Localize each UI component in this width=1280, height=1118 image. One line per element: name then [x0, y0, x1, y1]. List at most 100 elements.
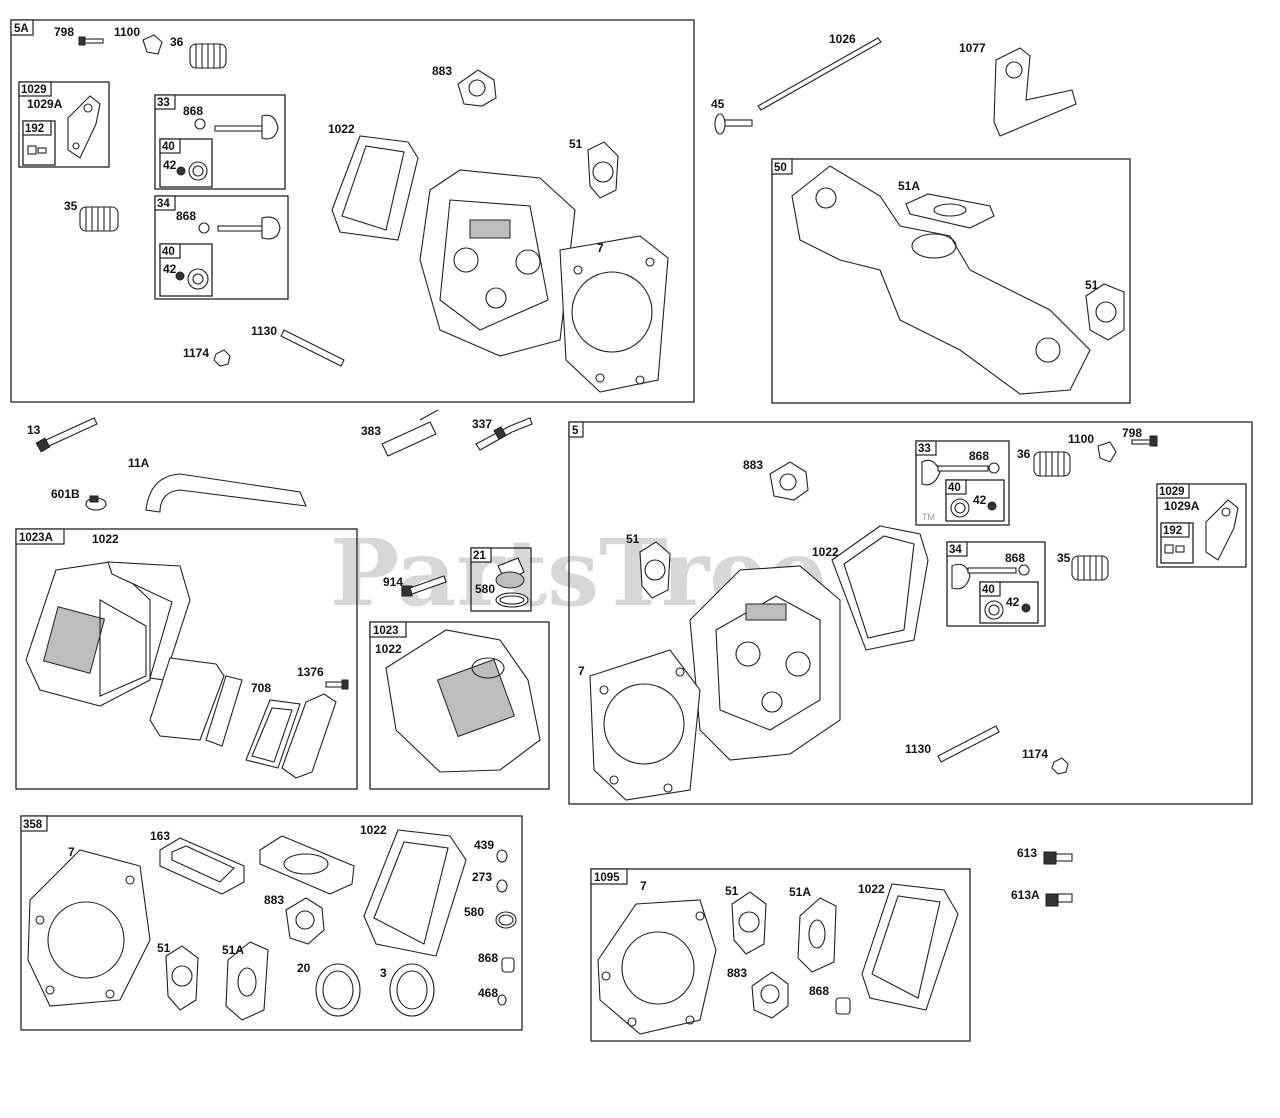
bolt-613A-icon[interactable] — [1045, 893, 1073, 907]
fuel-component-383-icon[interactable] — [381, 409, 439, 457]
stud-1130-left-icon[interactable] — [280, 329, 345, 367]
gasket-1022-1095-icon[interactable] — [861, 883, 959, 1011]
bracket-1077-icon[interactable] — [993, 47, 1077, 137]
seal-868-icon[interactable] — [501, 957, 515, 973]
seal-40-b-icon[interactable] — [175, 268, 209, 290]
group-34-left[interactable]: 34 — [154, 195, 289, 300]
seal-868-1095-icon[interactable] — [835, 997, 851, 1015]
seal-3-icon[interactable] — [389, 963, 435, 1017]
gasket-883-icon[interactable] — [457, 69, 497, 107]
pivot-192-right-icon[interactable] — [1164, 544, 1185, 554]
gasket-883-358-icon[interactable] — [285, 897, 325, 945]
group-50[interactable]: 50 — [771, 158, 1131, 404]
gasket-708-icon[interactable] — [245, 699, 301, 769]
group-192-right[interactable]: 192 — [1160, 522, 1194, 564]
spring-36-right-icon[interactable] — [1033, 451, 1071, 477]
group-358[interactable]: 358 — [20, 815, 523, 1031]
spring-35-right-icon[interactable] — [1071, 555, 1109, 581]
clamp-601B-icon[interactable] — [85, 495, 107, 511]
nut-1100-right-icon[interactable] — [1097, 441, 1117, 463]
group-21[interactable]: 21 — [470, 547, 532, 612]
group-192-left[interactable]: 192 — [22, 120, 56, 166]
group-1023A[interactable]: 1023A — [15, 528, 358, 790]
gasket-883-1095-icon[interactable] — [751, 971, 789, 1019]
o-ring-580-icon[interactable] — [495, 911, 517, 929]
bolt-798-icon[interactable] — [78, 36, 104, 46]
valve-cover-1023-icon[interactable] — [385, 629, 541, 773]
intake-manifold-50-icon[interactable] — [791, 165, 1091, 395]
group-1029-right[interactable]: 1029 — [1156, 483, 1247, 568]
valve-33-icon[interactable] — [194, 114, 279, 140]
gasket-1022-358-icon[interactable] — [363, 829, 467, 957]
tappet-45-icon[interactable] — [714, 113, 753, 135]
gasket-1022-right-icon[interactable] — [831, 525, 929, 651]
oil-fill-cap-21-icon[interactable] — [495, 557, 525, 589]
gasket-51A-358-icon[interactable] — [225, 941, 269, 1021]
cylinder-head-5A-icon[interactable] — [419, 169, 576, 357]
gasket-1022-icon[interactable] — [331, 135, 419, 241]
breather-hose-11A-icon[interactable] — [145, 473, 307, 513]
spring-35-icon[interactable] — [79, 206, 119, 232]
valve-cover-1023A-icon[interactable] — [25, 561, 151, 707]
group-1029-left[interactable]: 1029 — [18, 81, 110, 168]
gasket-51-358-icon[interactable] — [165, 945, 199, 1011]
gasket-51-top-icon[interactable] — [1085, 283, 1125, 341]
group-33-left[interactable]: 33 — [154, 94, 286, 190]
group-40-a-right[interactable]: 40 — [945, 479, 1005, 522]
group-33-right[interactable]: 33 — [915, 440, 1010, 526]
stud-1130-right-icon[interactable] — [937, 725, 1000, 763]
gasket-51-1095-icon[interactable] — [731, 891, 767, 955]
gasket-883-right-icon[interactable] — [769, 461, 809, 501]
breather-cover-1376-icon[interactable] — [281, 693, 337, 779]
group-5[interactable]: 5 — [568, 421, 1253, 805]
bolt-914-icon[interactable] — [401, 575, 447, 597]
group-1095[interactable]: 1095 — [590, 868, 971, 1042]
gasket-163-icon[interactable] — [159, 837, 245, 895]
bolt-798-right-icon[interactable] — [1131, 435, 1158, 447]
nut-1174-right-icon[interactable] — [1051, 757, 1069, 775]
screw-1376-icon[interactable] — [325, 679, 349, 690]
rocker-arm-1029A-right-icon[interactable] — [1205, 499, 1239, 561]
cylinder-head-5-icon[interactable] — [689, 565, 841, 761]
group-1023[interactable]: 1023 — [369, 621, 550, 790]
head-gasket-7-1095-icon[interactable] — [597, 899, 717, 1035]
seal-468-icon[interactable] — [497, 994, 507, 1006]
seal-439-icon[interactable] — [496, 849, 508, 863]
group-tag-34-left: 34 — [157, 198, 170, 210]
gasket-51-icon[interactable] — [587, 141, 619, 199]
seal-40-a-icon[interactable] — [176, 161, 208, 181]
seal-40-b-right-icon[interactable] — [984, 600, 1031, 620]
push-rod-1026-icon[interactable] — [757, 37, 882, 111]
gasket-51-right-icon[interactable] — [639, 541, 671, 599]
rocker-arm-1029A-icon[interactable] — [67, 95, 101, 159]
group-34-right[interactable]: 34 — [946, 541, 1046, 627]
head-gasket-7-left-icon[interactable] — [559, 235, 669, 393]
valve-34-right-icon[interactable] — [951, 563, 1030, 590]
valve-34-icon[interactable] — [198, 216, 281, 240]
seal-20-icon[interactable] — [315, 963, 361, 1017]
gasket-1022-1023A-icon[interactable] — [107, 561, 191, 681]
bolt-613-icon[interactable] — [1043, 851, 1073, 865]
group-40-b-left[interactable]: 40 — [159, 243, 213, 297]
spark-plug-337-icon[interactable] — [475, 417, 533, 451]
group-40-a-left[interactable]: 40 — [159, 138, 213, 188]
group-40-b-right[interactable]: 40 — [979, 581, 1039, 624]
head-gasket-7-358-icon[interactable] — [27, 849, 151, 1007]
breather-assembly-icon[interactable] — [149, 657, 243, 747]
pivot-192-icon[interactable] — [27, 145, 47, 155]
seal-40-a-right-icon[interactable] — [950, 498, 997, 518]
bolt-13-icon[interactable] — [35, 417, 98, 453]
spring-36-icon[interactable] — [189, 43, 227, 69]
nut-1174-left-icon[interactable] — [213, 349, 231, 367]
gasket-51A-1095-icon[interactable] — [797, 897, 837, 973]
gasket-51A-top-icon[interactable] — [905, 193, 995, 229]
callout-1130: 1130 — [905, 742, 931, 756]
group-5A[interactable]: 5A — [10, 19, 695, 403]
seal-273-icon[interactable] — [496, 879, 508, 893]
valve-33-right-icon[interactable] — [921, 459, 1000, 486]
gasket-exhaust-358-icon[interactable] — [259, 835, 355, 895]
nut-1100-icon[interactable] — [142, 34, 163, 55]
o-ring-580-group21-icon[interactable] — [495, 592, 529, 608]
head-gasket-7-right-icon[interactable] — [589, 649, 701, 801]
callout-1174: 1174 — [183, 346, 209, 360]
